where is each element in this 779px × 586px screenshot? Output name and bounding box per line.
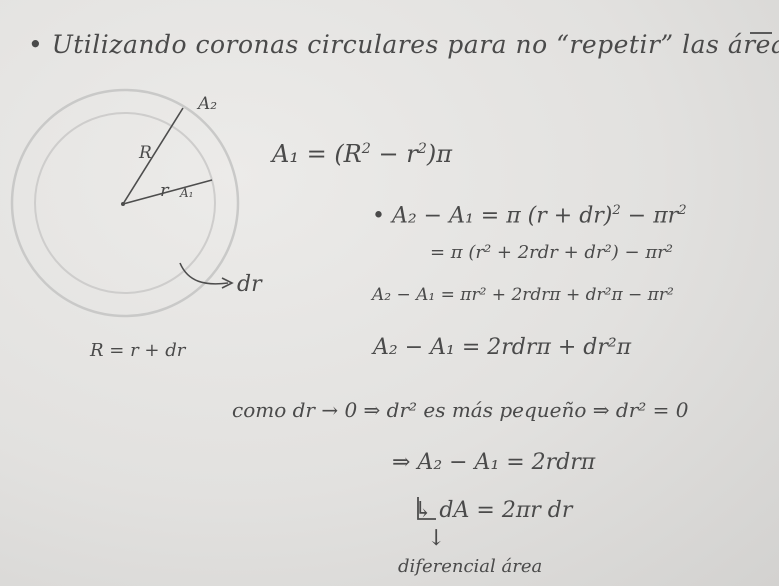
relation-text: R = r + dr: [90, 340, 186, 361]
a1-sq-1: 2: [361, 141, 371, 157]
label-dr: dr: [237, 272, 262, 297]
diff-line-1-sq: 2: [612, 203, 621, 218]
diff-line-2: = π (r² + 2rdr + dr²) − πr²: [430, 242, 673, 263]
a1-mid: − r: [370, 140, 418, 168]
diff-line-3: A₂ − A₁ = πr² + 2rdrπ + dr²π − πr²: [372, 285, 674, 305]
dr-pointer: [179, 262, 229, 285]
inner-circle: [34, 112, 216, 294]
label-R: R: [139, 143, 152, 163]
label-r: r: [160, 180, 169, 201]
outer-circle: [10, 88, 240, 318]
radius-R-line: [122, 107, 184, 205]
heading-text: • Utilizando coronas circulares para no …: [28, 30, 779, 59]
diff-line-1-a: • A₂ − A₁ = π (r + dr): [372, 203, 613, 229]
limit-note: como dr → 0 ⇒ dr² es más pequeño ⇒ dr² =…: [232, 398, 689, 422]
diff-line-1-sq-2: 2: [678, 203, 687, 218]
result-line: ⇒ A₂ − A₁ = 2rdrπ: [392, 450, 596, 475]
diff-line-1-b: − πr: [620, 203, 679, 229]
caption-text: diferencial área: [398, 556, 543, 577]
diff-line-4: A₂ − A₁ = 2rdrπ + dr²π: [373, 335, 632, 360]
a1-prefix: A₁ = (R: [272, 140, 362, 168]
a1-sq-2: 2: [417, 141, 427, 157]
a1-suffix: )π: [426, 140, 453, 168]
center-dot: [121, 202, 125, 206]
dA-bracket: [417, 497, 436, 520]
label-a2: A₂: [198, 94, 218, 114]
dr-arrowhead: [221, 277, 234, 289]
radius-r-line: [122, 179, 213, 205]
dA-line: ↳ dA = 2πr dr: [414, 498, 573, 523]
diff-line-1: • A₂ − A₁ = π (r + dr)2 − πr2: [372, 204, 687, 227]
a1-formula: A₁ = (R2 − r2)π: [272, 142, 452, 166]
label-a1: A₁: [180, 186, 194, 200]
down-arrow: ↓: [427, 526, 446, 551]
